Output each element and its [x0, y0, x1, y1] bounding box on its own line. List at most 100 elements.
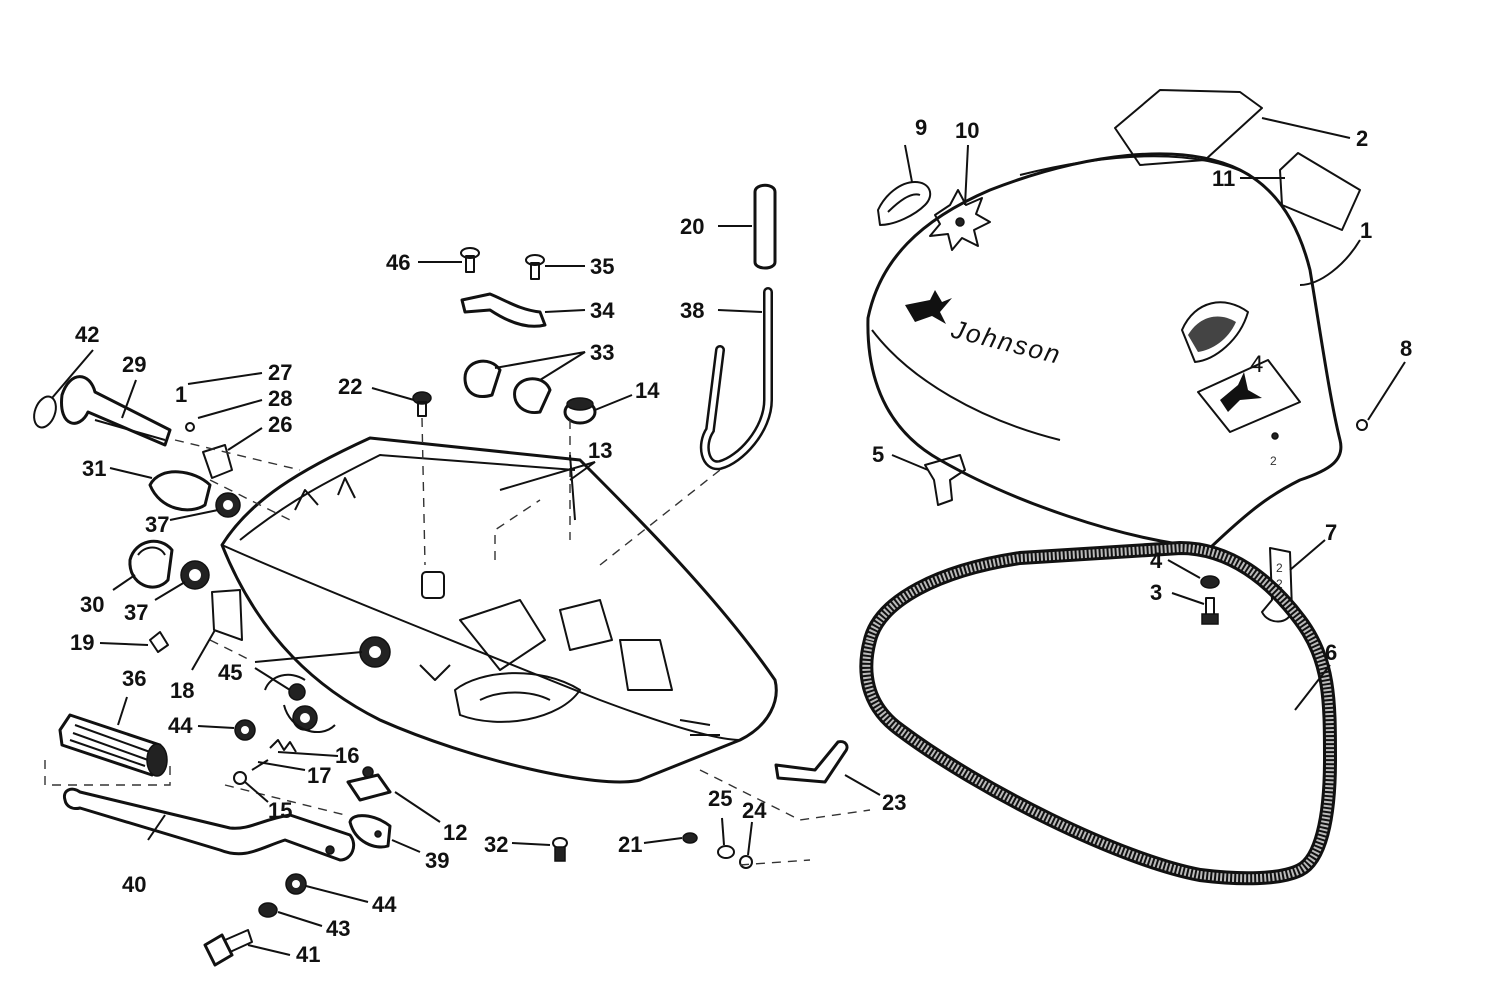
part-label-12: 12	[443, 820, 467, 845]
washer	[1200, 575, 1220, 589]
part-label-9: 9	[915, 115, 927, 140]
part-label-37: 37	[124, 600, 148, 625]
side-plate	[211, 589, 243, 641]
part-number-labels: 1 1 2 3 4 5 6 7 8 9 10 11 12 13 14 15 16…	[70, 115, 1412, 967]
part-label-44: 44	[372, 892, 397, 917]
cover-star-cutout	[929, 189, 991, 251]
part-label-39: 39	[425, 848, 449, 873]
grommet-half-right	[513, 377, 552, 415]
cover-side-opening	[1181, 301, 1249, 363]
part-label-38: 38	[680, 298, 704, 323]
part-label-44: 44	[168, 713, 193, 738]
part-label-24: 24	[742, 798, 767, 823]
part-label-31: 31	[82, 456, 106, 481]
throttle-shaft	[60, 375, 172, 447]
throttle-o-ring	[33, 395, 57, 429]
clamp-screw-right	[525, 254, 545, 280]
hose-clamp	[460, 292, 547, 328]
friction-stud	[251, 759, 269, 771]
grommet-half-left	[463, 359, 502, 398]
tiller-arm	[62, 787, 356, 862]
choke-lever	[774, 740, 849, 784]
part-label-20: 20	[680, 214, 704, 239]
linkage-plate	[348, 814, 392, 849]
throttle-pin	[185, 422, 195, 432]
choke-screw	[682, 832, 698, 844]
model-badge: 4	[1197, 351, 1301, 433]
part-label-19: 19	[70, 630, 94, 655]
part-label-15: 15	[268, 798, 292, 823]
alignment-lines	[44, 417, 871, 866]
svg-text:4: 4	[1250, 351, 1263, 378]
grommet-ring	[563, 397, 597, 425]
part-label-27: 27	[268, 360, 292, 385]
part-label-22: 22	[338, 374, 362, 399]
pan-screw	[412, 391, 432, 417]
part-label-28: 28	[268, 386, 292, 411]
cover-screw	[1356, 419, 1368, 431]
part-label-16: 16	[335, 743, 359, 768]
friction-nut	[233, 771, 247, 785]
tiller-grip	[58, 713, 168, 777]
leader-lines	[51, 117, 1406, 956]
tiller-nut-lower	[285, 873, 307, 895]
top-plate	[1114, 89, 1263, 166]
part-label-32: 32	[484, 832, 508, 857]
part-label-8: 8	[1400, 336, 1412, 361]
pan-nut	[359, 636, 391, 668]
tiller-nut-upper	[234, 719, 256, 741]
throttle-body	[148, 470, 212, 512]
part-label-18: 18	[170, 678, 194, 703]
part-label-2: 2	[1356, 126, 1368, 151]
johnson-logo-icon	[905, 290, 952, 324]
part-label-11: 11	[1212, 166, 1235, 191]
part-label-33: 33	[590, 340, 614, 365]
part-label-7: 7	[1325, 520, 1337, 545]
part-label-17: 17	[307, 763, 331, 788]
part-label-4: 4	[1150, 548, 1163, 573]
part-label-1: 1	[1360, 218, 1372, 243]
part-label-41: 41	[296, 942, 320, 967]
part-label-36: 36	[122, 666, 146, 691]
clamp-screw-left	[460, 247, 480, 273]
throttle-gear-upper	[215, 492, 241, 518]
part-label-30: 30	[80, 592, 104, 617]
part-label-10: 10	[955, 118, 979, 143]
throttle-gear-lower	[180, 560, 210, 590]
part-label-6: 6	[1325, 640, 1337, 665]
part-label-42: 42	[75, 322, 99, 347]
part-label-3: 3	[1150, 580, 1162, 605]
part-label-29: 29	[122, 352, 146, 377]
choke-washer	[739, 855, 753, 869]
part-label-25: 25	[708, 786, 732, 811]
throttle-bracket	[346, 773, 392, 802]
engine-top-cover: Johnson 4 2	[866, 152, 1343, 550]
part-label-23: 23	[882, 790, 906, 815]
part-label-26: 26	[268, 412, 292, 437]
part-label-13: 13	[588, 438, 612, 463]
part-label-40: 40	[122, 872, 146, 897]
cover-gasket-seal	[859, 540, 1338, 886]
fuel-hose	[753, 183, 777, 270]
part-label-46: 46	[386, 250, 410, 275]
svg-text:2: 2	[1276, 561, 1283, 575]
part-label-34: 34	[590, 298, 615, 323]
part-label-5: 5	[872, 442, 884, 467]
friction-spring	[269, 739, 297, 753]
svg-text:2: 2	[1270, 454, 1277, 468]
part-label-43: 43	[326, 916, 350, 941]
pan-bottom-screw	[552, 837, 568, 862]
throttle-bushing	[202, 444, 233, 479]
cover-bolt	[1201, 597, 1219, 625]
part-label-35: 35	[590, 254, 614, 279]
cover-latch	[877, 181, 932, 226]
tiller-bolt	[203, 929, 253, 967]
choke-bushing	[717, 845, 735, 859]
svg-text:2: 2	[1276, 577, 1283, 591]
part-label-14: 14	[635, 378, 660, 403]
part-label-45: 45	[218, 660, 242, 685]
lower-motor-pan	[220, 436, 778, 784]
front-bracket	[924, 454, 966, 506]
decal-plate	[1279, 152, 1361, 231]
